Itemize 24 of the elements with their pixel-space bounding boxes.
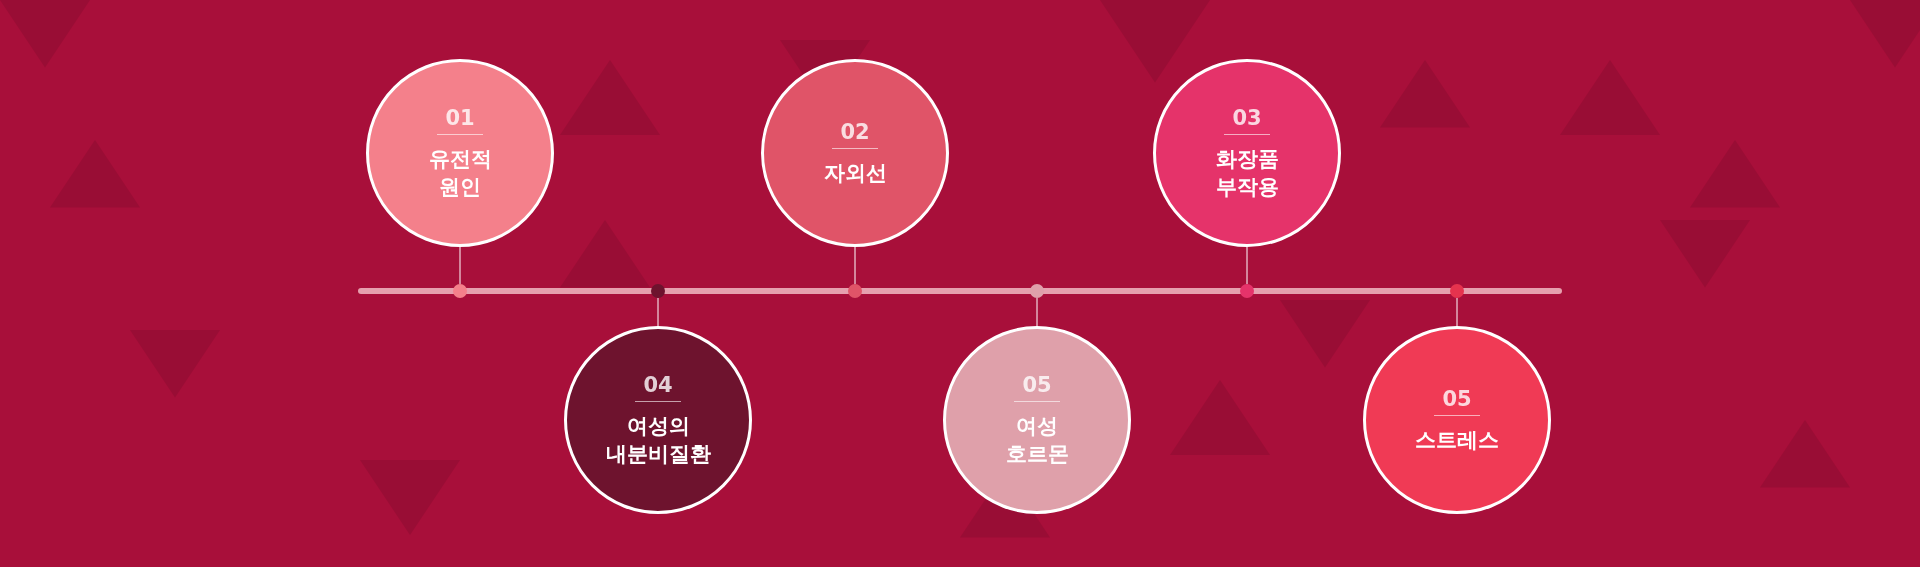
timeline-dot [1030, 284, 1044, 298]
step-label: 여성의 내분비질환 [605, 412, 711, 468]
timeline-dot [848, 284, 862, 298]
timeline-dot [1240, 284, 1254, 298]
step-number: 01 [437, 105, 483, 135]
step-number: 05 [1434, 386, 1480, 416]
step-label: 유전적 원인 [428, 145, 492, 201]
timeline-dot [651, 284, 665, 298]
step-label: 여성 호르몬 [1005, 412, 1069, 468]
timeline-dot [453, 284, 467, 298]
leader-line [1036, 297, 1038, 327]
step-label: 화장품 부작용 [1215, 145, 1279, 201]
leader-line [459, 246, 461, 285]
step-number: 04 [635, 372, 681, 402]
timeline-dot [1450, 284, 1464, 298]
leader-line [1246, 246, 1248, 285]
step-label: 스트레스 [1415, 426, 1499, 454]
step-number: 05 [1014, 372, 1060, 402]
leader-line [657, 297, 659, 327]
step-label: 자외선 [823, 159, 887, 187]
leader-line [1456, 297, 1458, 327]
step-number: 02 [832, 119, 878, 149]
step-number: 03 [1224, 105, 1270, 135]
leader-line [854, 246, 856, 285]
